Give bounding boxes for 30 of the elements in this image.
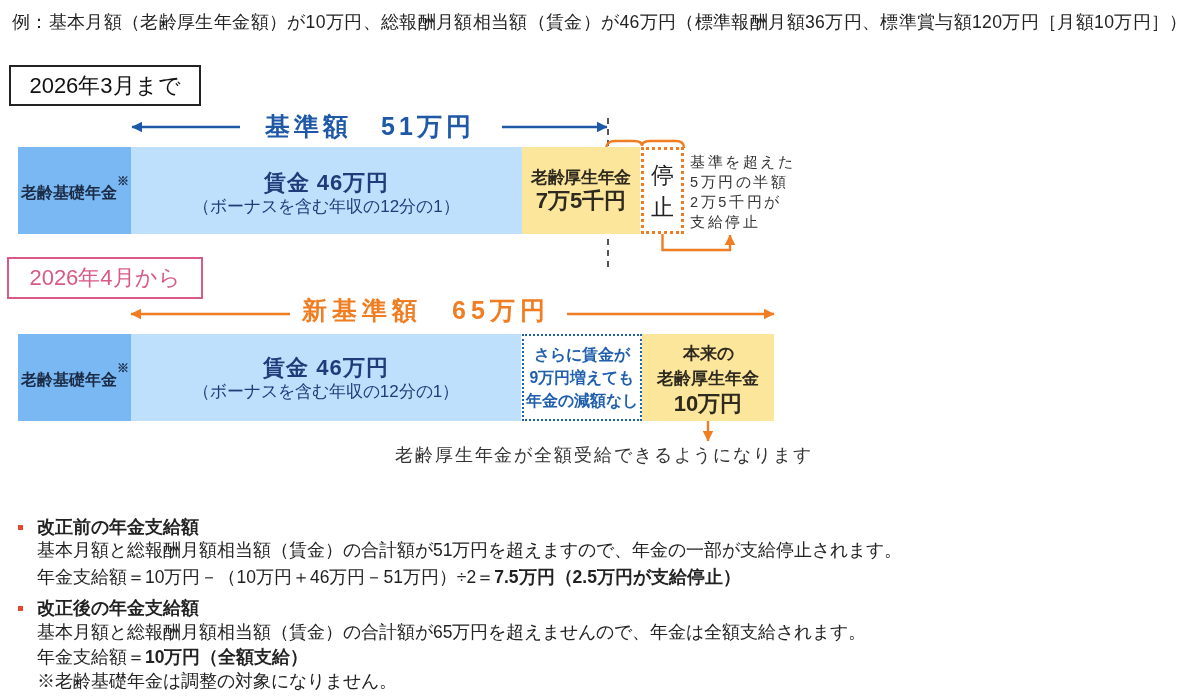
note-text: 基準を超えた5万円の半額2万5千円が支給停止 [690,152,802,232]
bar-segment [522,147,640,234]
dotted-box: さらに賃金が9万円増えても年金の減額なし [522,334,642,421]
segment-title: 老齢厚生年金 [530,167,632,188]
bar-segment [131,147,522,234]
detail-label: （ボーナスを含む年収の12分の1） [193,195,460,218]
amount-label: 賃金 46万円 [263,354,389,381]
example-note: 例：基本月額（老齢厚生年金額）が10万円、総報酬月額相当額（賃金）が46万円（標準報酬月額36万円、標準賞与額120万円［月額10万円］） [12,11,1188,34]
bar-segment [131,334,521,421]
dotted-box: 停止 [641,147,684,234]
note-text: 老齢厚生年金が全額受給できるようになります [395,443,815,467]
arrow [702,421,714,442]
amount-label: 7万5千円 [535,188,627,214]
formula-text: 年金支給額＝10万円（全額支給） [37,646,309,669]
amount-label: 10万円 [673,391,743,416]
section-heading: 改正後の年金支給額 [37,597,199,620]
section-heading: 改正前の年金支給額 [37,516,199,539]
dimension-label: 基準額 51万円 [265,111,475,141]
footnote: ※老齢基礎年金は調整の対象になりません。 [37,670,397,693]
period-tag: 2026年4月から [7,257,203,299]
period-tag: 2026年3月まで [9,65,201,106]
body-text: 基本月額と総報酬月額相当額（賃金）の合計額が65万円を超えませんので、年金は全額支給されます。 [37,621,867,644]
amount-label: 賃金 46万円 [263,169,390,196]
bar-segment [642,334,774,421]
formula-text: 年金支給額＝10万円－（10万円＋46万円－51万円）÷2＝7.5万円（2.5万円が支給停止） [37,566,741,589]
dimension-label: 新基準額 65万円 [302,295,550,325]
detail-label: （ボーナスを含む年収の12分の1） [192,380,460,403]
arrow [661,234,736,252]
segment-title: 本来の老齢厚生年金 [656,343,760,390]
body-text: 基本月額と総報酬月額相当額（賃金）の合計額が51万円を超えますので、年金の一部が支給停止されます。 [37,539,903,562]
